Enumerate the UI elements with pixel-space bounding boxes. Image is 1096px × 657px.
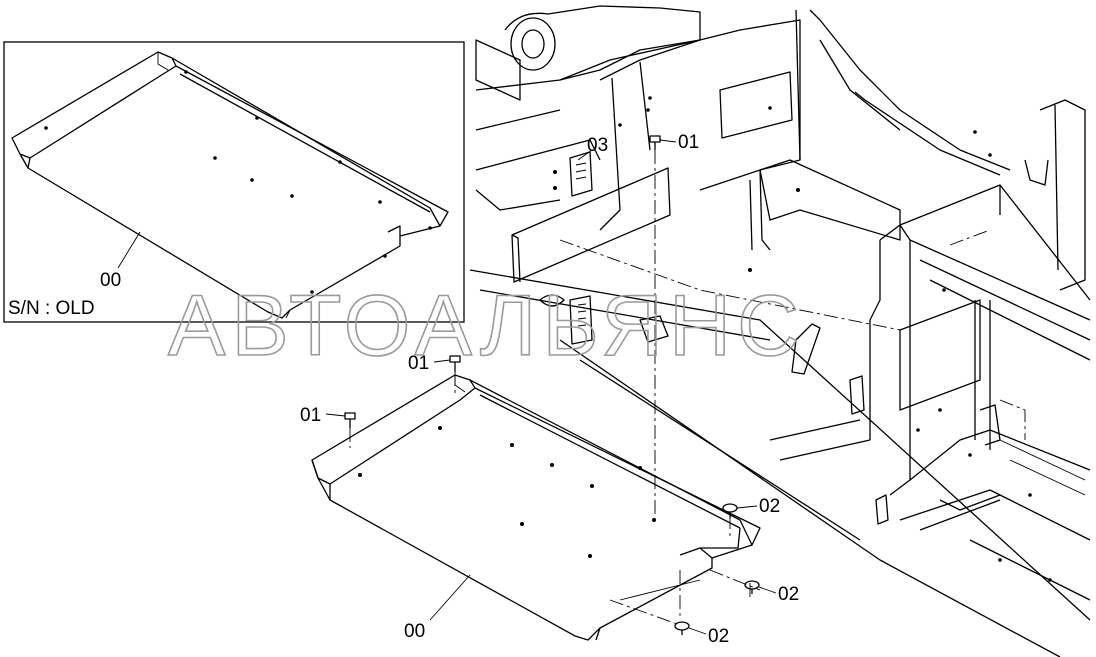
assembly-lines (349, 150, 761, 626)
callout-02-right: 02 (759, 496, 780, 517)
callout-02-lower: 02 (778, 584, 799, 605)
watermark-text: АВТОАЛЬЯНС (168, 278, 805, 374)
floor-plate (311, 374, 761, 641)
callout-01-mid: 01 (408, 353, 429, 374)
callout-01-upper: 01 (678, 132, 699, 153)
leader-lines (325, 139, 777, 635)
bolt-02-bottom (674, 621, 690, 635)
machine-frame (469, 5, 1091, 657)
callouts: 03 01 01 01 02 02 02 00 (300, 132, 799, 647)
bolt-01-mid (449, 355, 461, 372)
inset-part-callout: 00 (100, 270, 121, 291)
bolt-02-lower (744, 580, 760, 594)
callout-03: 03 (587, 135, 608, 156)
inset-old-version: S/N : OLD 00 (3, 41, 465, 323)
bolt-01-left (344, 412, 356, 428)
callout-00: 00 (404, 621, 425, 642)
callout-01-left: 01 (300, 405, 321, 426)
bolt-01-upper (649, 135, 661, 150)
bolts (344, 135, 760, 635)
inset-serial-label: S/N : OLD (8, 298, 95, 319)
callout-02-bottom: 02 (708, 626, 729, 647)
